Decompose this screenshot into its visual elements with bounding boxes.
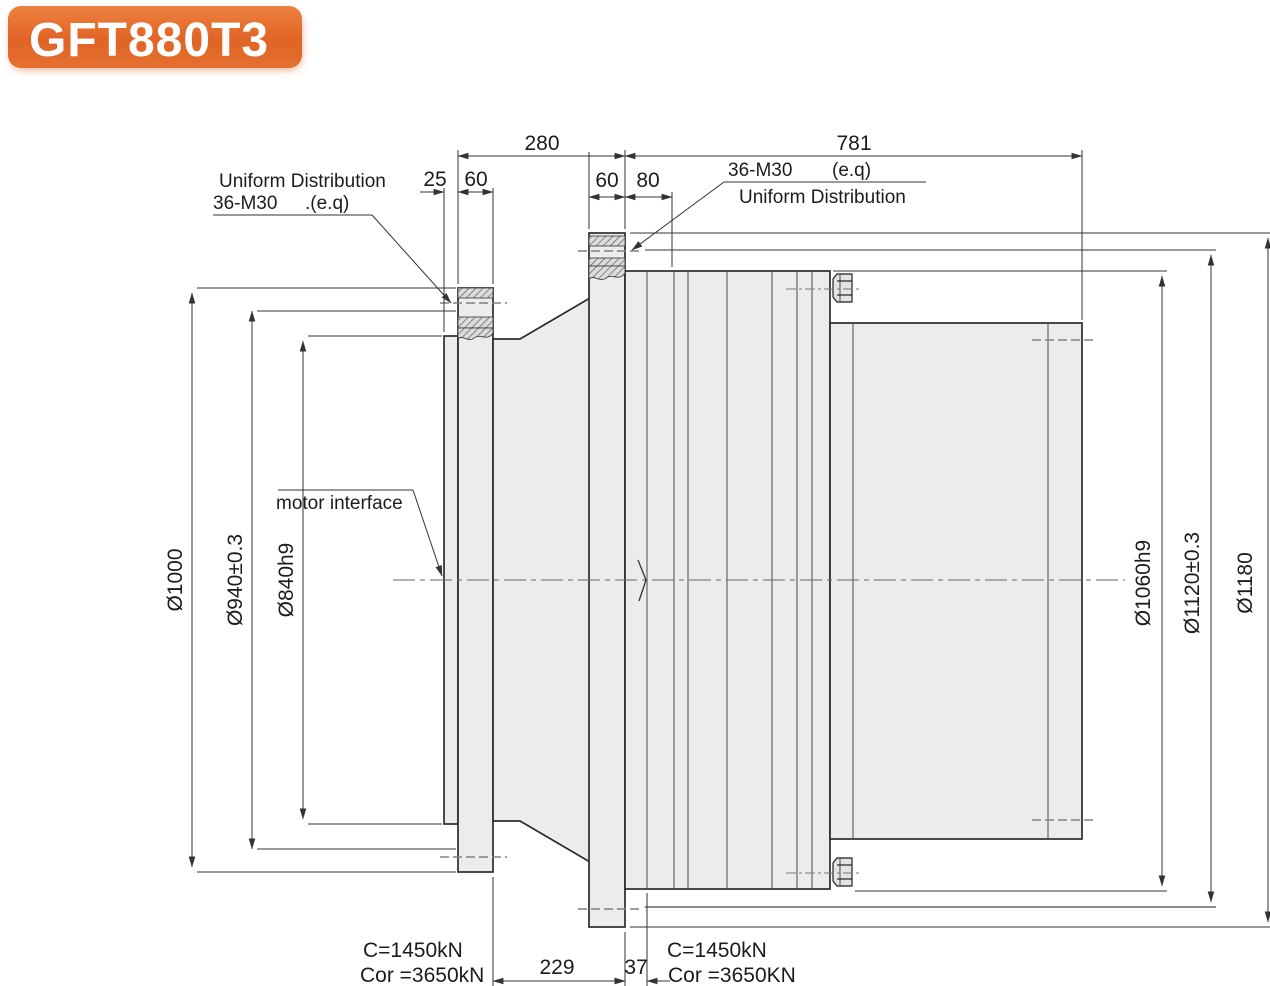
dim-229: 229 xyxy=(539,956,574,979)
dia-1120: Ø1120±0.3 xyxy=(1181,532,1204,634)
mounting-flange-hatch-break xyxy=(588,265,626,280)
left-bolt-callout-line2-suffix: .(e.q) xyxy=(305,193,349,214)
load-right-cor: Cor =3650KN xyxy=(668,964,796,986)
load-left-c: C=1450kN xyxy=(363,939,463,962)
dimensions-left xyxy=(188,287,456,873)
ring-gear-section xyxy=(829,322,1083,840)
dimensions-top xyxy=(420,150,1083,332)
badge-background xyxy=(8,6,302,68)
centerline xyxy=(393,559,1125,602)
load-ratings: C=1450kN Cor =3650kN C=1450kN Cor =3650K… xyxy=(360,939,796,986)
dimensions-top-text: 280 781 25 60 60 80 xyxy=(423,132,871,192)
dim-60-left: 60 xyxy=(464,168,487,191)
right-bolt-callout-line1-suffix: (e.q) xyxy=(832,160,871,181)
motor-interface-label: motor interface xyxy=(276,493,403,514)
right-bolt-callout: 36-M30 (e.q) Uniform Distribution xyxy=(631,160,926,251)
dim-37: 37 xyxy=(624,956,647,979)
title-badge: GFT880T3 xyxy=(8,6,302,70)
dia-1060: Ø1060h9 xyxy=(1132,540,1155,626)
bolt-hole-centerlines xyxy=(440,250,1096,910)
motor-interface-callout: motor interface xyxy=(276,489,443,577)
left-bolt-callout-line1: Uniform Distribution xyxy=(219,171,386,192)
load-right-c: C=1450kN xyxy=(667,939,767,962)
load-left-cor: Cor =3650kN xyxy=(360,964,484,986)
dimensions-bottom-text: 229 37 xyxy=(539,956,647,979)
hex-bolt-top xyxy=(832,273,853,303)
mounting-flange-hatch-top xyxy=(588,235,626,247)
dimensions-right xyxy=(630,232,1270,928)
right-bolt-callout-line2: Uniform Distribution xyxy=(739,187,906,208)
dim-80: 80 xyxy=(636,169,659,192)
dimensions-bottom xyxy=(492,877,670,986)
left-callout-leader xyxy=(371,214,452,304)
dim-60-right: 60 xyxy=(595,169,618,192)
hatch-details xyxy=(457,235,626,341)
dim-280: 280 xyxy=(524,132,559,155)
dim-25: 25 xyxy=(423,168,446,191)
dimensions-right-text: Ø1060h9 Ø1120±0.3 Ø1180 xyxy=(1132,532,1257,634)
model-title: GFT880T3 xyxy=(29,14,269,67)
motor-interface-leader xyxy=(412,489,443,577)
left-bolt-callout: Uniform Distribution 36-M30 .(e.q) xyxy=(213,171,452,304)
motor-flange-hatch-mid xyxy=(457,316,494,329)
right-callout-leader xyxy=(631,181,725,251)
dimensions-left-text: Ø1000 Ø940±0.3 Ø840h9 xyxy=(164,534,298,626)
left-bolt-callout-line2: 36-M30 xyxy=(213,193,277,214)
dim-781: 781 xyxy=(836,132,871,155)
dia-1000: Ø1000 xyxy=(164,548,187,611)
hex-bolt-bottom xyxy=(832,857,853,887)
axis-direction-chevron xyxy=(637,559,647,602)
dia-940: Ø940±0.3 xyxy=(224,534,247,626)
motor-flange-hatch-break xyxy=(457,327,494,341)
bolt-axes xyxy=(786,288,860,874)
mounting-flange-hatch-mid xyxy=(588,257,626,267)
leader-labels: Uniform Distribution 36-M30 .(e.q) 36-M3… xyxy=(213,160,926,577)
dia-840: Ø840h9 xyxy=(275,543,298,618)
motor-flange-hatch-top xyxy=(457,287,494,299)
bolts xyxy=(786,273,860,887)
right-bolt-callout-line1: 36-M30 xyxy=(728,160,792,181)
dia-1180: Ø1180 xyxy=(1234,552,1257,614)
